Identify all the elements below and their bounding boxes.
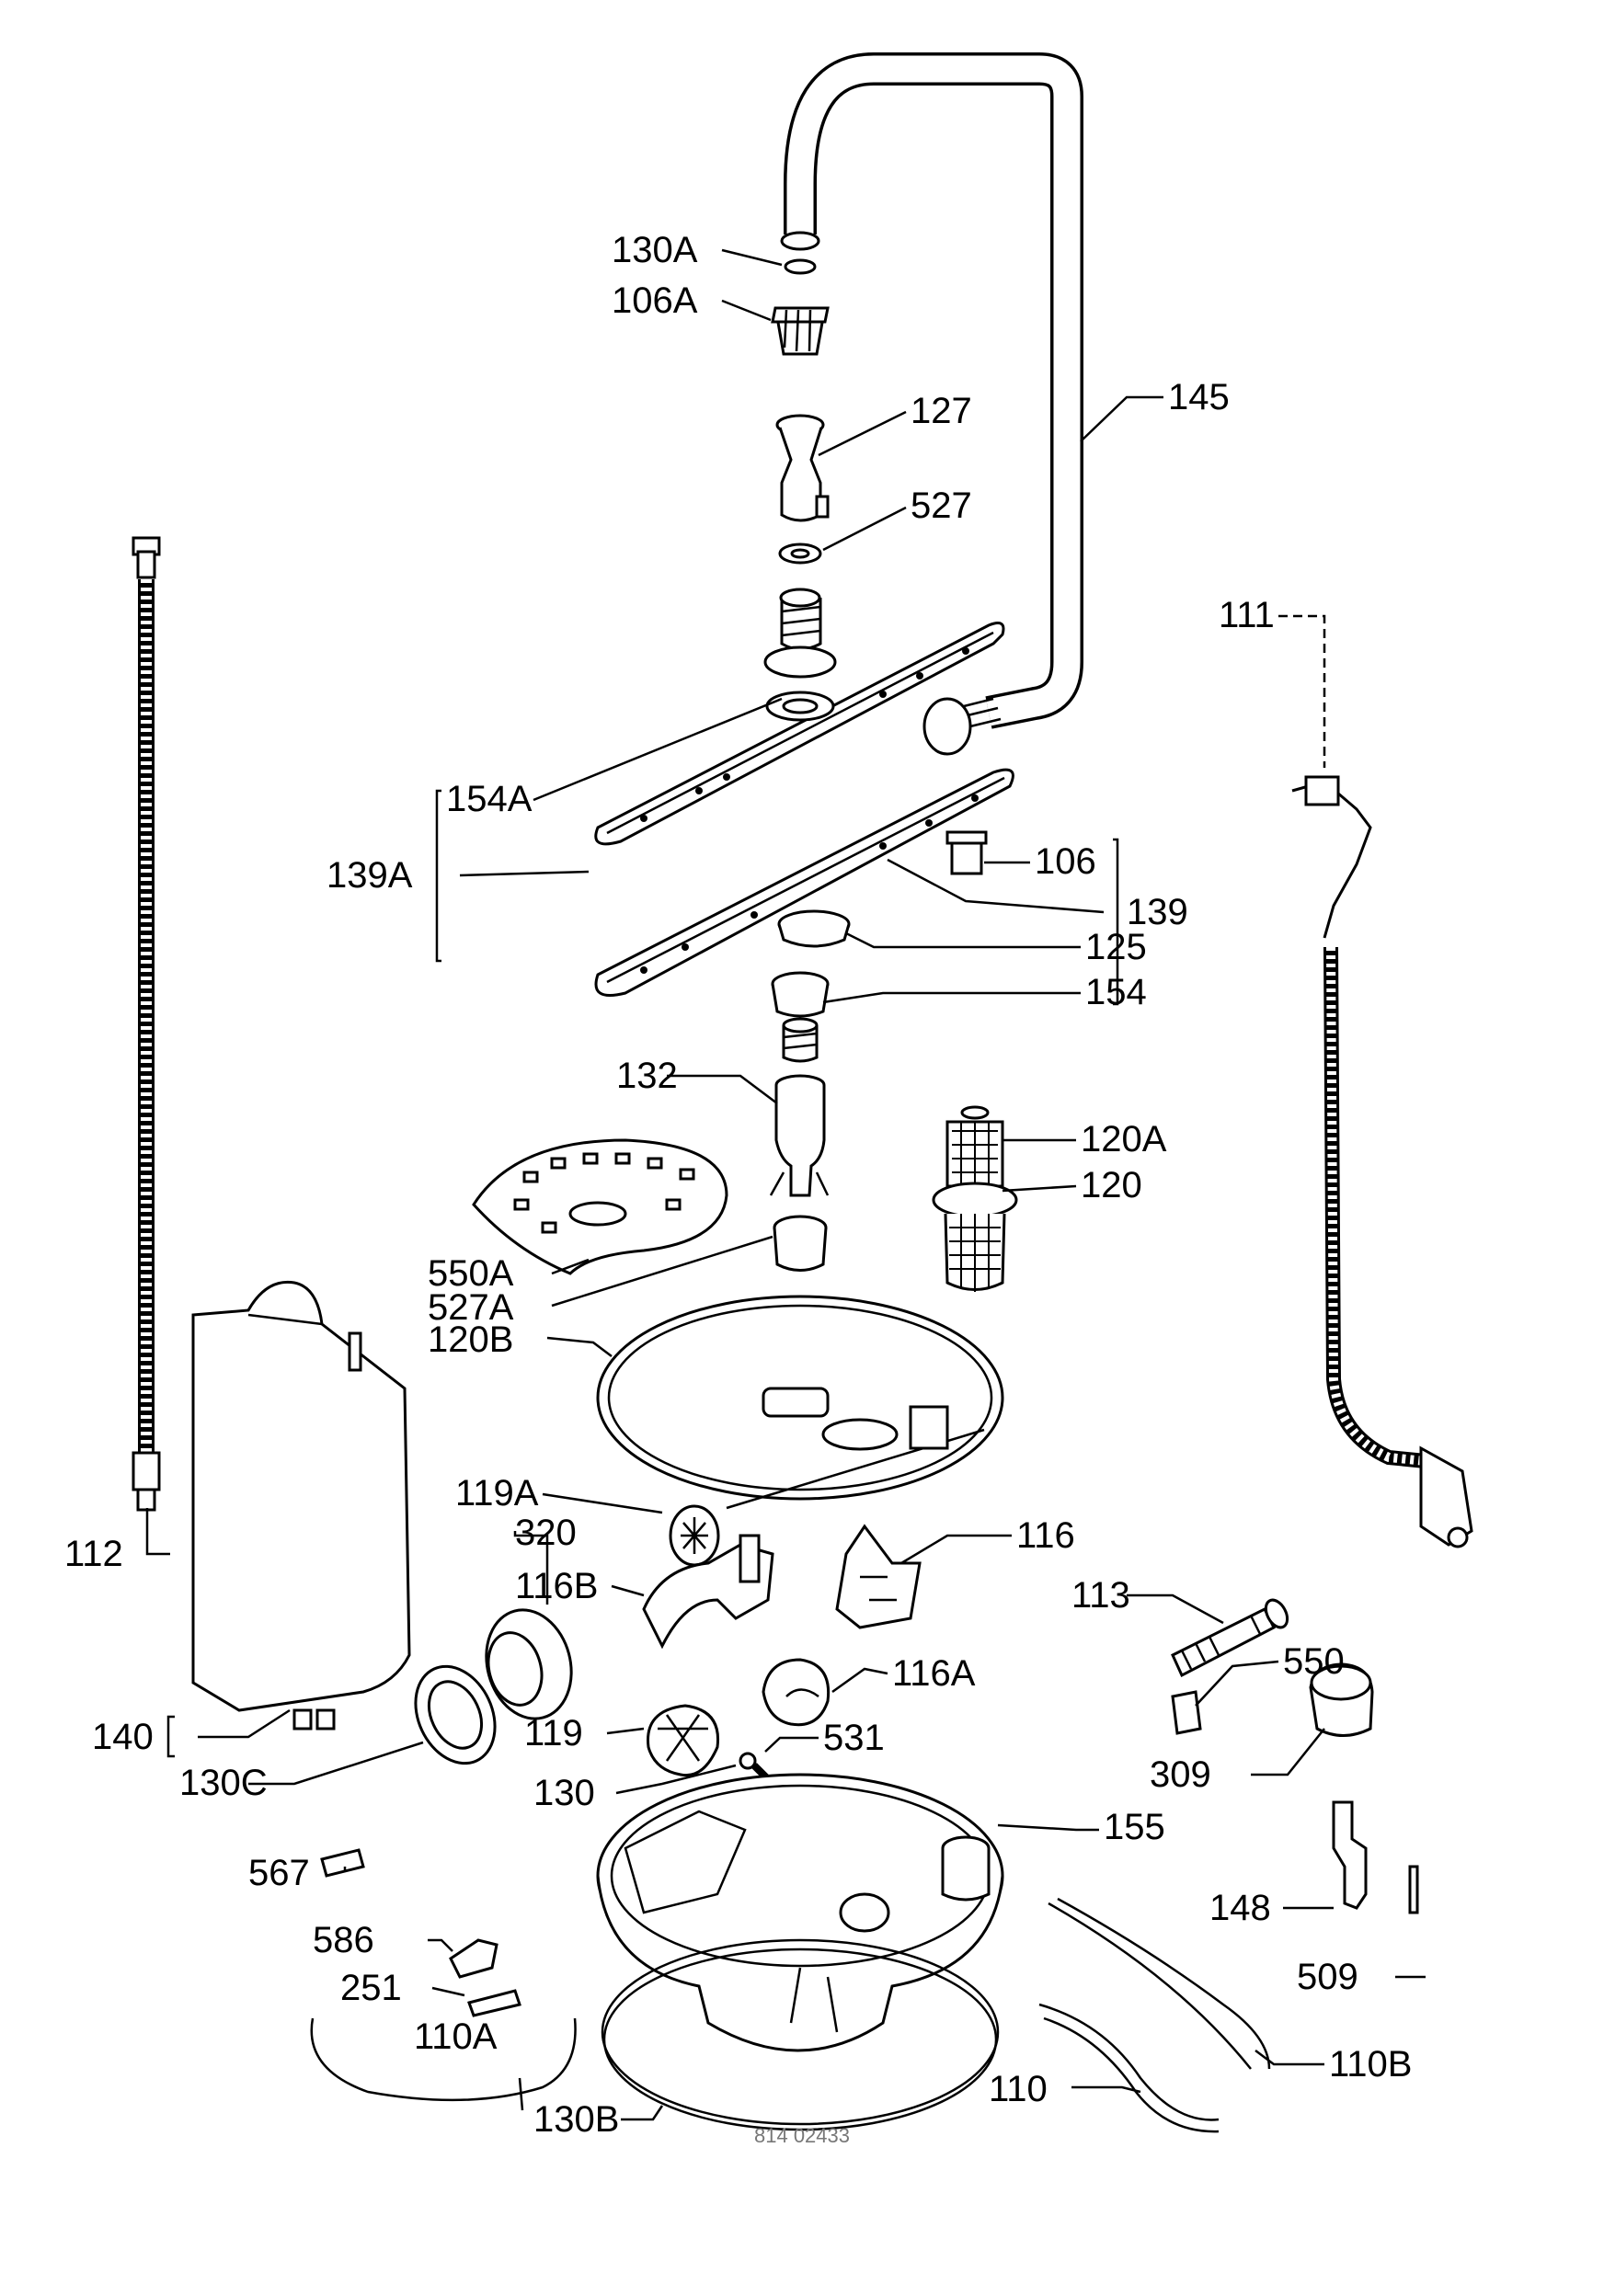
label-145: 145 <box>1168 377 1230 417</box>
part-112-inlet-hose <box>132 536 161 1512</box>
part-labels: 130A 106A 127 145 527 111 154A 139A 106 … <box>64 230 1412 2147</box>
label-112: 112 <box>64 1534 123 1574</box>
part-154A-upper-spray-arm <box>594 588 1005 846</box>
part-116-valve <box>835 1524 922 1629</box>
part-320-pump-housing <box>485 1608 573 1720</box>
label-119A: 119A <box>455 1473 539 1514</box>
part-309-cap <box>1309 1662 1374 1737</box>
part-127-spray-tube <box>775 414 830 522</box>
label-531: 531 <box>823 1718 885 1758</box>
label-154: 154 <box>1085 972 1147 1012</box>
part-125-bearing <box>777 909 851 948</box>
part-110A-hose <box>310 2017 577 2102</box>
part-119A-impeller-disc <box>669 1504 720 1567</box>
part-586-bracket <box>449 1938 498 1979</box>
label-586: 586 <box>313 1920 374 1960</box>
part-550-sensor <box>1171 1690 1202 1735</box>
part-154-hub <box>771 971 830 1063</box>
label-127: 127 <box>911 391 972 431</box>
part-140-salt-container <box>191 1280 411 1731</box>
label-132: 132 <box>616 1056 678 1096</box>
label-120A: 120A <box>1081 1119 1167 1159</box>
label-120: 120 <box>1081 1165 1142 1205</box>
label-119: 119 <box>524 1713 583 1753</box>
part-139-lower-spray-arm <box>594 768 1014 997</box>
part-113-fitting <box>1171 1598 1289 1678</box>
label-110A: 110A <box>414 2016 498 2057</box>
label-567: 567 <box>248 1853 310 1893</box>
label-309: 309 <box>1150 1754 1211 1795</box>
label-251: 251 <box>340 1968 402 2008</box>
part-130A-o-ring <box>784 258 817 275</box>
label-130C: 130C <box>179 1763 268 1803</box>
part-120-filter <box>932 1182 1018 1292</box>
label-116A: 116A <box>892 1653 976 1694</box>
part-509-pin <box>1408 1865 1419 1914</box>
part-110-hose <box>1038 2003 1220 2133</box>
part-567-clip <box>320 1848 365 1878</box>
part-132-tube <box>769 1074 830 1197</box>
part-106A-nut <box>771 306 830 356</box>
label-130B: 130B <box>533 2099 619 2140</box>
label-116: 116 <box>1016 1515 1075 1556</box>
part-155-sump <box>596 1773 1004 2052</box>
part-527A-ring <box>773 1215 828 1272</box>
label-509: 509 <box>1297 1957 1358 1997</box>
part-130C-gasket <box>414 1664 497 1765</box>
label-320: 320 <box>515 1513 577 1553</box>
part-116A-cap <box>762 1658 831 1727</box>
label-125: 125 <box>1085 927 1147 967</box>
part-145-supply-pipe <box>780 52 1083 756</box>
part-130B-sump-seal <box>601 1938 1000 2131</box>
label-120B: 120B <box>428 1319 513 1360</box>
label-148: 148 <box>1209 1888 1271 1928</box>
label-139: 139 <box>1127 892 1188 932</box>
label-113: 113 <box>1071 1575 1130 1616</box>
part-527-washer <box>778 543 822 565</box>
label-140: 140 <box>92 1717 154 1757</box>
part-119-impeller <box>647 1704 720 1777</box>
label-111: 111 <box>1219 595 1275 635</box>
label-139A: 139A <box>327 855 413 896</box>
label-130: 130 <box>533 1773 595 1813</box>
leader-lines <box>145 248 1426 2121</box>
label-527: 527 <box>911 485 972 526</box>
label-527A: 527A <box>428 1287 514 1328</box>
label-155: 155 <box>1104 1807 1165 1847</box>
label-550A: 550A <box>428 1253 514 1294</box>
part-550A-strainer <box>472 1138 728 1275</box>
part-116B-pump-cover <box>642 1534 774 1650</box>
label-550: 550 <box>1283 1641 1345 1682</box>
part-120A-filter-cartridge <box>945 1105 1004 1188</box>
part-120B-cover-plate <box>596 1295 1004 1510</box>
label-110B: 110B <box>1329 2044 1412 2085</box>
part-111-drain-hose <box>1291 775 1473 1548</box>
label-116B: 116B <box>515 1566 598 1606</box>
drawing-number: 814 02433 <box>754 2124 850 2147</box>
part-106-clip <box>945 830 988 875</box>
part-251-block <box>467 1989 521 2017</box>
label-106A: 106A <box>612 280 698 321</box>
label-130A: 130A <box>612 230 698 270</box>
part-110B-hose <box>1048 1897 1271 2070</box>
label-106: 106 <box>1035 841 1096 882</box>
label-110: 110 <box>989 2069 1048 2109</box>
label-154A: 154A <box>446 779 533 819</box>
part-148-bracket <box>1332 1800 1368 1910</box>
